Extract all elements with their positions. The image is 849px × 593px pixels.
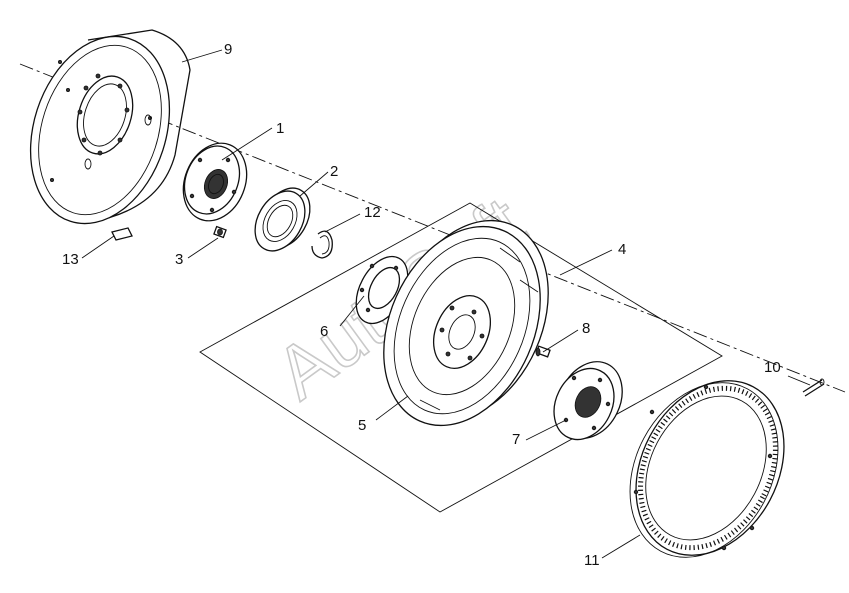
part-2-bearing [254, 187, 311, 252]
part-10-dowel [802, 378, 825, 397]
part-1-hub [182, 142, 248, 222]
callout-3: 3 [175, 251, 183, 268]
center-axis [19, 63, 846, 393]
callout-8: 8 [582, 320, 590, 337]
callout-1: 1 [276, 120, 284, 137]
part-5-wheel [383, 219, 549, 427]
callout-7: 7 [512, 431, 520, 448]
part-3-bolt [213, 225, 227, 239]
callout-12: 12 [364, 204, 381, 221]
callout-6: 6 [320, 323, 328, 340]
part-9-housing [29, 29, 191, 225]
callout-13: 13 [62, 251, 79, 268]
callout-5: 5 [358, 417, 366, 434]
leader-lines [81, 49, 811, 559]
assembly-outline [199, 202, 723, 513]
callout-11: 11 [584, 552, 600, 569]
part-13-plate [111, 227, 133, 241]
part-7-output-hub [553, 361, 623, 441]
callout-9: 9 [224, 41, 232, 58]
part-11-ring-gear [629, 380, 785, 558]
callout-10: 10 [764, 359, 781, 376]
part-12-snap-ring [311, 230, 333, 259]
callout-2: 2 [330, 163, 338, 180]
callout-labels: 9 1 2 12 3 13 4 6 8 5 7 10 11 [62, 41, 781, 569]
callout-4: 4 [618, 241, 626, 258]
